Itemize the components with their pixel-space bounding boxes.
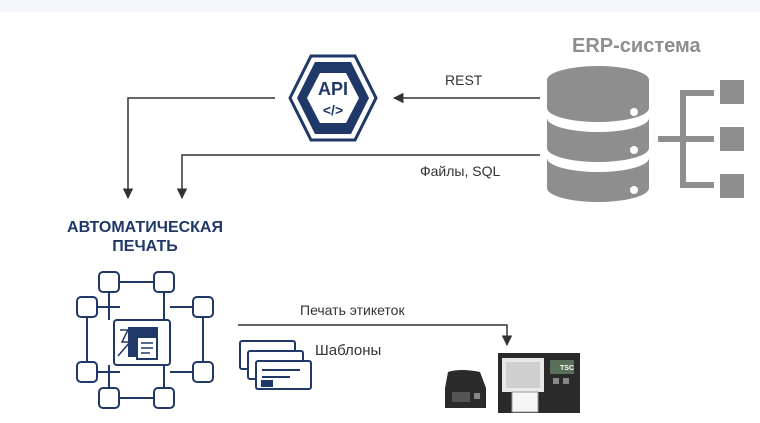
printer-brand-label: TSC: [560, 365, 574, 372]
templates-icon: [239, 340, 312, 390]
server-print-icon: [128, 327, 158, 360]
industrial-printer-icon: TSC: [498, 353, 580, 413]
top-background-stripe: [0, 0, 760, 12]
desktop-printer-icon: [445, 370, 486, 408]
templates-label: Шаблоны: [315, 342, 382, 359]
auto-print-title: АВТОМАТИЧЕСКАЯ ПЕЧАТЬ: [67, 219, 223, 255]
print-labels-label: Печать этикеток: [300, 302, 405, 318]
automation-network-icon: [76, 271, 214, 409]
erp-system-title: ERP-система: [572, 35, 701, 57]
files-sql-arrow: [176, 154, 540, 200]
files-sql-label: Файлы, SQL: [420, 163, 501, 179]
print-labels-arrow: [238, 324, 513, 347]
database-icon: [547, 66, 649, 202]
erp-network-icon: [658, 80, 744, 198]
api-code-symbol: </>: [323, 102, 343, 118]
rest-label: REST: [445, 72, 483, 88]
api-label: API: [318, 79, 348, 99]
api-to-print-arrow: [122, 97, 275, 200]
api-hexagon-icon: API </>: [288, 54, 378, 142]
